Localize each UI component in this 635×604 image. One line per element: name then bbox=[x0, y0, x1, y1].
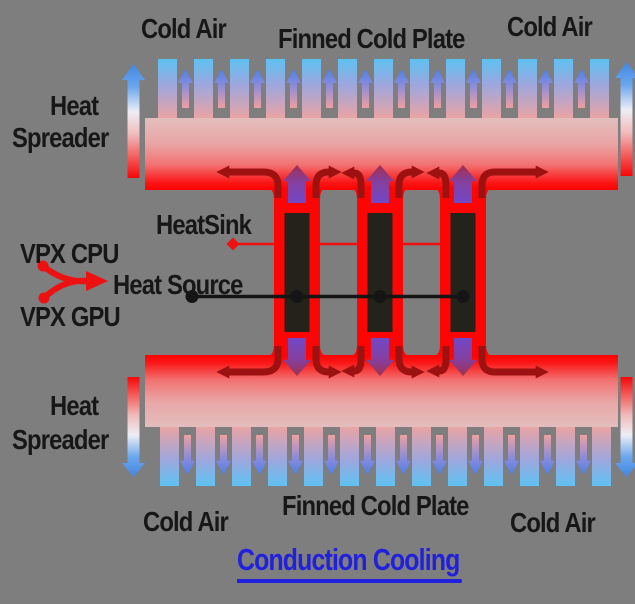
cold-plate-fin-top bbox=[374, 59, 393, 118]
cold-air-arrow-down bbox=[216, 435, 231, 475]
cold-plate-fin-top bbox=[446, 59, 465, 118]
cold-air-arrow-up bbox=[502, 69, 517, 108]
label-heat-source: Heat Source bbox=[113, 269, 243, 300]
cold-plate-fin-top bbox=[302, 59, 321, 118]
cold-plate-fin-top bbox=[590, 59, 609, 118]
cold-plate-fin-bottom bbox=[304, 427, 323, 486]
label-vpx-gpu: VPX GPU bbox=[20, 301, 121, 332]
heat-flow-arrows bbox=[216, 165, 549, 379]
cold-plate-fin-top bbox=[554, 59, 573, 118]
cold-air-arrow-down bbox=[504, 435, 519, 475]
cold-plate-fin-bottom bbox=[520, 427, 539, 486]
cold-plate-fin-bottom bbox=[232, 427, 251, 486]
cold-plate-fin-bottom bbox=[412, 427, 431, 486]
cold-plate-fin-top bbox=[194, 59, 213, 118]
cold-plate-fin-top bbox=[338, 59, 357, 118]
cold-air-arrow-down bbox=[540, 435, 555, 475]
chip-heat-source bbox=[284, 213, 310, 332]
label-heat-spreader-bottom-1: Heat bbox=[50, 390, 99, 421]
finned-cold-plate-top bbox=[145, 118, 618, 190]
heatsink-column bbox=[347, 187, 413, 357]
chip-heat-source bbox=[367, 213, 393, 332]
conduction-arrows bbox=[283, 165, 477, 376]
cold-plate-fin-bottom bbox=[484, 427, 503, 486]
cold-air-arrow-up bbox=[394, 69, 409, 108]
heatsink-columns bbox=[264, 187, 496, 357]
cold-air-arrow-down bbox=[468, 435, 483, 475]
diagram-title: Conduction Cooling bbox=[237, 544, 518, 583]
label-cold-air-top-right: Cold Air bbox=[507, 11, 593, 42]
label-cold-air-top-left: Cold Air bbox=[141, 13, 227, 44]
cold-air-arrow-down bbox=[576, 435, 591, 475]
label-cold-air-bottom-left: Cold Air bbox=[143, 506, 229, 537]
heatsink-column bbox=[430, 187, 496, 357]
cold-air-arrow-up bbox=[538, 69, 553, 108]
cold-plate-fin-top bbox=[158, 59, 177, 118]
cold-air-arrow-down bbox=[252, 435, 267, 475]
cold-air-arrow-up bbox=[574, 69, 589, 108]
cold-plate-fin-bottom bbox=[376, 427, 395, 486]
cold-air-arrow-down bbox=[324, 435, 339, 475]
heat-spreader-arrow-top-left bbox=[122, 64, 145, 178]
cold-plate-fin-bottom bbox=[448, 427, 467, 486]
cold-plate-fin-bottom bbox=[268, 427, 287, 486]
cold-plate-fin-top bbox=[482, 59, 501, 118]
cold-air-arrow-up bbox=[322, 69, 337, 108]
cold-plate-fin-bottom bbox=[592, 427, 611, 486]
cold-air-arrow-up bbox=[430, 69, 445, 108]
cold-air-arrow-down bbox=[396, 435, 411, 475]
label-cold-air-bottom-right: Cold Air bbox=[510, 507, 596, 538]
cold-plate-fin-bottom bbox=[196, 427, 215, 486]
heatsink-callout bbox=[226, 237, 448, 251]
diagram-title-text: Conduction Cooling bbox=[237, 544, 462, 583]
cold-plate-fin-top bbox=[518, 59, 537, 118]
cold-plate-fin-top bbox=[230, 59, 249, 118]
label-heat-spreader-bottom-2: Spreader bbox=[12, 424, 109, 455]
label-finned-cold-plate-bottom: Finned Cold Plate bbox=[282, 490, 469, 521]
cold-air-arrow-up bbox=[466, 69, 481, 108]
cold-air-arrow-up bbox=[178, 69, 193, 108]
cold-plate-fin-top bbox=[266, 59, 285, 118]
chip-heat-source bbox=[450, 213, 476, 332]
cold-air-arrow-up bbox=[214, 69, 229, 108]
cold-air-arrow-up bbox=[250, 69, 265, 108]
cold-plate-fin-top bbox=[410, 59, 429, 118]
cold-air-arrow-up bbox=[286, 69, 301, 108]
cold-plate-fin-bottom bbox=[340, 427, 359, 486]
cold-plate-fin-bottom bbox=[160, 427, 179, 486]
label-vpx-cpu: VPX CPU bbox=[20, 238, 119, 269]
label-heatsink: HeatSink bbox=[156, 209, 252, 240]
heatsink-column bbox=[264, 187, 330, 357]
label-finned-cold-plate-top: Finned Cold Plate bbox=[278, 23, 465, 54]
cold-air-arrow-up bbox=[358, 69, 373, 108]
heat-spreader-arrow-bottom-right bbox=[615, 377, 635, 477]
cold-plate-fin-bottom bbox=[556, 427, 575, 486]
heat-spreader-arrow-bottom-left bbox=[122, 377, 145, 477]
label-heat-spreader-top-1: Heat bbox=[50, 90, 99, 121]
heat-spreader-arrow-top-right bbox=[615, 62, 635, 176]
cold-air-arrow-down bbox=[288, 435, 303, 475]
cold-air-arrow-down bbox=[180, 435, 195, 475]
label-heat-spreader-top-2: Spreader bbox=[12, 122, 109, 153]
finned-cold-plate-bottom bbox=[145, 355, 618, 427]
cold-air-arrow-down bbox=[360, 435, 375, 475]
cold-air-arrow-down bbox=[432, 435, 447, 475]
